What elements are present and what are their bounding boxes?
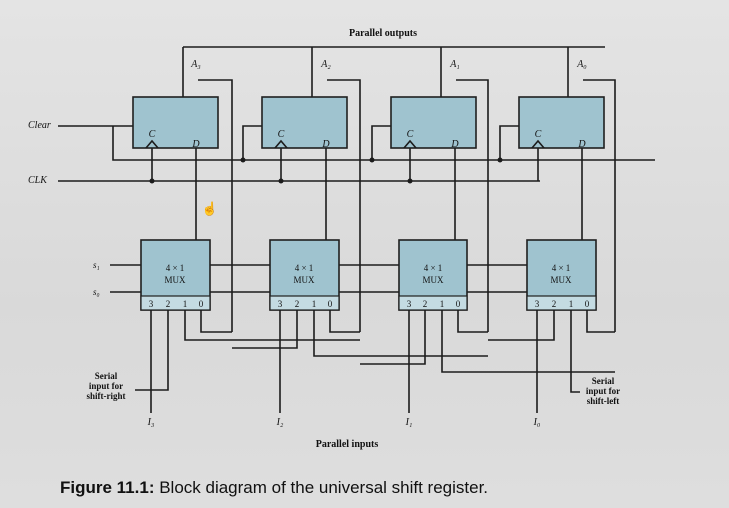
mux-input-2: 2 bbox=[423, 299, 428, 309]
serial-right-line3: shift-right bbox=[87, 391, 126, 401]
ff-c-label: C bbox=[535, 129, 542, 140]
clk-label: CLK bbox=[28, 175, 48, 186]
shift-wire bbox=[184, 310, 360, 341]
mux-input-0: 0 bbox=[199, 299, 204, 309]
junction-dot bbox=[407, 178, 413, 184]
mux-input-1: 1 bbox=[312, 299, 317, 309]
flip-flop-2: C D bbox=[261, 96, 348, 150]
mux-input-2: 2 bbox=[552, 299, 557, 309]
mux-input-3: 3 bbox=[278, 299, 283, 309]
ff-d-label: D bbox=[577, 139, 586, 150]
s0-label: s₀ bbox=[93, 287, 100, 297]
shift-wire bbox=[360, 310, 426, 365]
serial-right-wire bbox=[135, 310, 169, 391]
wire bbox=[457, 310, 488, 333]
clock-triangle-icon bbox=[145, 139, 159, 149]
serial-left-wire bbox=[570, 310, 580, 393]
parallel-outputs-label: Parallel outputs bbox=[349, 28, 417, 39]
mux-input-2: 2 bbox=[166, 299, 171, 309]
figure-caption-text: Block diagram of the universal shift reg… bbox=[154, 478, 489, 497]
mux-input-3: 3 bbox=[535, 299, 540, 309]
wire bbox=[499, 125, 519, 160]
ff-d-label: D bbox=[191, 139, 200, 150]
ff-d-label: D bbox=[321, 139, 330, 150]
ff-c-label: C bbox=[149, 129, 156, 140]
ff-c-label: C bbox=[278, 129, 285, 140]
mux-input-3: 3 bbox=[407, 299, 412, 309]
input-i3: I₃ bbox=[147, 417, 155, 428]
output-a0: A₀ bbox=[576, 59, 587, 70]
feedback-a1 bbox=[456, 79, 489, 332]
serial-right-line1: Serial bbox=[95, 371, 118, 381]
mux-name: MUX bbox=[293, 275, 315, 285]
junction-dot bbox=[497, 157, 503, 163]
parallel-inputs-label: Parallel inputs bbox=[316, 439, 379, 450]
shift-wire bbox=[232, 310, 298, 349]
serial-left-line3: shift-left bbox=[587, 396, 620, 406]
flip-flop-1: C D bbox=[390, 96, 477, 150]
mux-title: 4 × 1 bbox=[552, 263, 571, 273]
mux-input-0: 0 bbox=[456, 299, 461, 309]
shift-wire bbox=[441, 310, 615, 373]
input-i2: I₂ bbox=[276, 417, 284, 428]
wire bbox=[586, 310, 615, 333]
wire bbox=[329, 310, 360, 333]
mux-name: MUX bbox=[422, 275, 444, 285]
input-i0: I₀ bbox=[533, 417, 541, 428]
mux-title: 4 × 1 bbox=[295, 263, 314, 273]
junction-dot bbox=[369, 157, 375, 163]
mux-input-2: 2 bbox=[295, 299, 300, 309]
flip-flop-3: C D bbox=[132, 96, 219, 150]
mux-input-1: 1 bbox=[440, 299, 445, 309]
junction-dot bbox=[240, 157, 246, 163]
junction-dot bbox=[149, 178, 155, 184]
clear-label: Clear bbox=[28, 120, 51, 131]
mux-2: 4 × 1 MUX 3 2 1 0 bbox=[269, 239, 340, 311]
input-i1: I₁ bbox=[405, 417, 413, 428]
ff-c-label: C bbox=[407, 129, 414, 140]
hand-cursor-icon: ☝ bbox=[202, 200, 218, 217]
figure-caption: Figure 11.1: Block diagram of the univer… bbox=[60, 478, 488, 498]
wire bbox=[242, 125, 262, 160]
clock-triangle-icon bbox=[403, 139, 417, 149]
feedback-a3 bbox=[198, 79, 233, 332]
ff-d-label: D bbox=[450, 139, 459, 150]
mux-3: 4 × 1 MUX 3 2 1 0 bbox=[140, 239, 211, 311]
figure-number: Figure 11.1: bbox=[60, 478, 155, 497]
mux-title: 4 × 1 bbox=[424, 263, 443, 273]
mux-input-1: 1 bbox=[183, 299, 188, 309]
mux-name: MUX bbox=[164, 275, 186, 285]
mux-input-1: 1 bbox=[569, 299, 574, 309]
mux-input-0: 0 bbox=[328, 299, 333, 309]
output-a3: A₃ bbox=[190, 59, 201, 70]
junction-dot bbox=[278, 178, 284, 184]
feedback-a0 bbox=[583, 79, 616, 332]
serial-left-line1: Serial bbox=[592, 376, 615, 386]
shift-wire bbox=[313, 310, 488, 357]
mux-1: 4 × 1 MUX 3 2 1 0 bbox=[398, 239, 468, 311]
clock-triangle-icon bbox=[531, 139, 545, 149]
clock-triangle-icon bbox=[274, 139, 288, 149]
feedback-a2 bbox=[327, 79, 361, 332]
clear-bus bbox=[112, 126, 655, 161]
output-a2: A₂ bbox=[320, 59, 331, 70]
shift-wire bbox=[488, 310, 555, 341]
flip-flop-0: C D bbox=[518, 96, 605, 150]
output-a1: A₁ bbox=[449, 59, 460, 70]
serial-left-line2: input for bbox=[586, 386, 620, 396]
mux-title: 4 × 1 bbox=[166, 263, 185, 273]
wire bbox=[371, 125, 391, 160]
wire bbox=[200, 310, 232, 333]
shift-register-diagram: Parallel outputs A₃ A₂ A₁ A₀ Clear CLK C… bbox=[28, 28, 655, 450]
mux-name: MUX bbox=[550, 275, 572, 285]
s1-label: s₁ bbox=[93, 260, 100, 270]
mux-input-0: 0 bbox=[585, 299, 590, 309]
mux-0: 4 × 1 MUX 3 2 1 0 bbox=[526, 239, 597, 311]
serial-right-line2: input for bbox=[89, 381, 123, 391]
mux-input-3: 3 bbox=[149, 299, 154, 309]
